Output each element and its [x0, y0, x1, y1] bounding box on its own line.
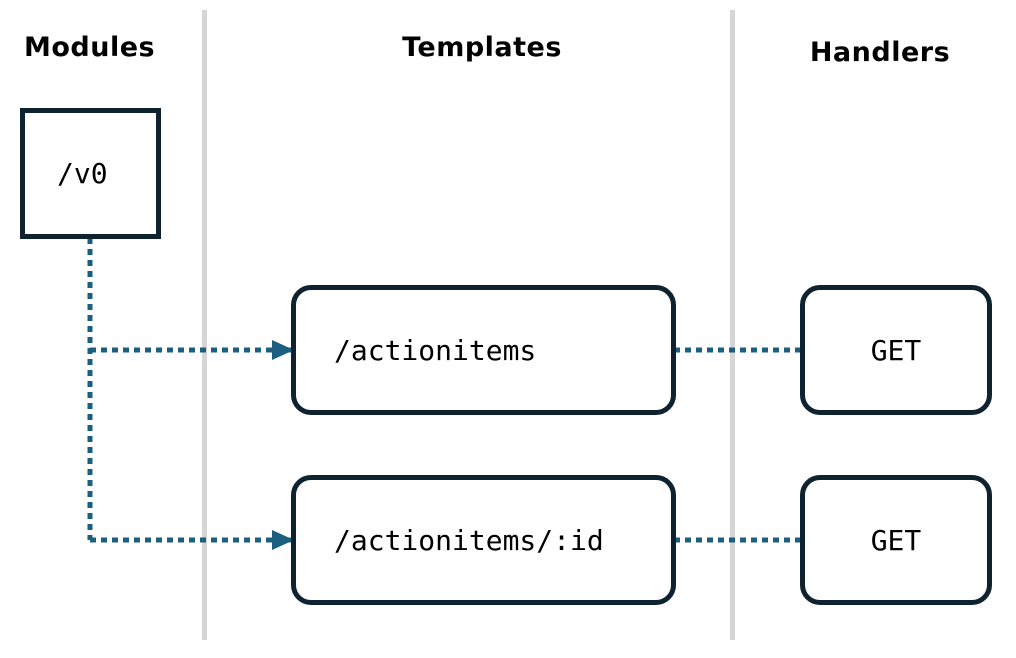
column-title-modules: Modules	[24, 32, 156, 63]
template-node-actionitems: /actionitems	[291, 285, 676, 415]
handler-label: GET	[870, 523, 922, 557]
handler-node-get-2: GET	[800, 475, 992, 605]
module-node-v0: /v0	[20, 108, 161, 239]
template-label: /actionitems/:id	[334, 523, 604, 557]
template-label: /actionitems	[334, 333, 537, 367]
handler-label: GET	[870, 333, 922, 367]
column-title-handlers: Handlers	[809, 37, 951, 68]
template-node-actionitems-id: /actionitems/:id	[291, 475, 676, 605]
handler-node-get-1: GET	[800, 285, 992, 415]
module-label: /v0	[57, 157, 108, 190]
column-divider-right	[730, 10, 735, 640]
column-title-templates: Templates	[402, 32, 562, 63]
column-divider-left	[202, 10, 207, 640]
